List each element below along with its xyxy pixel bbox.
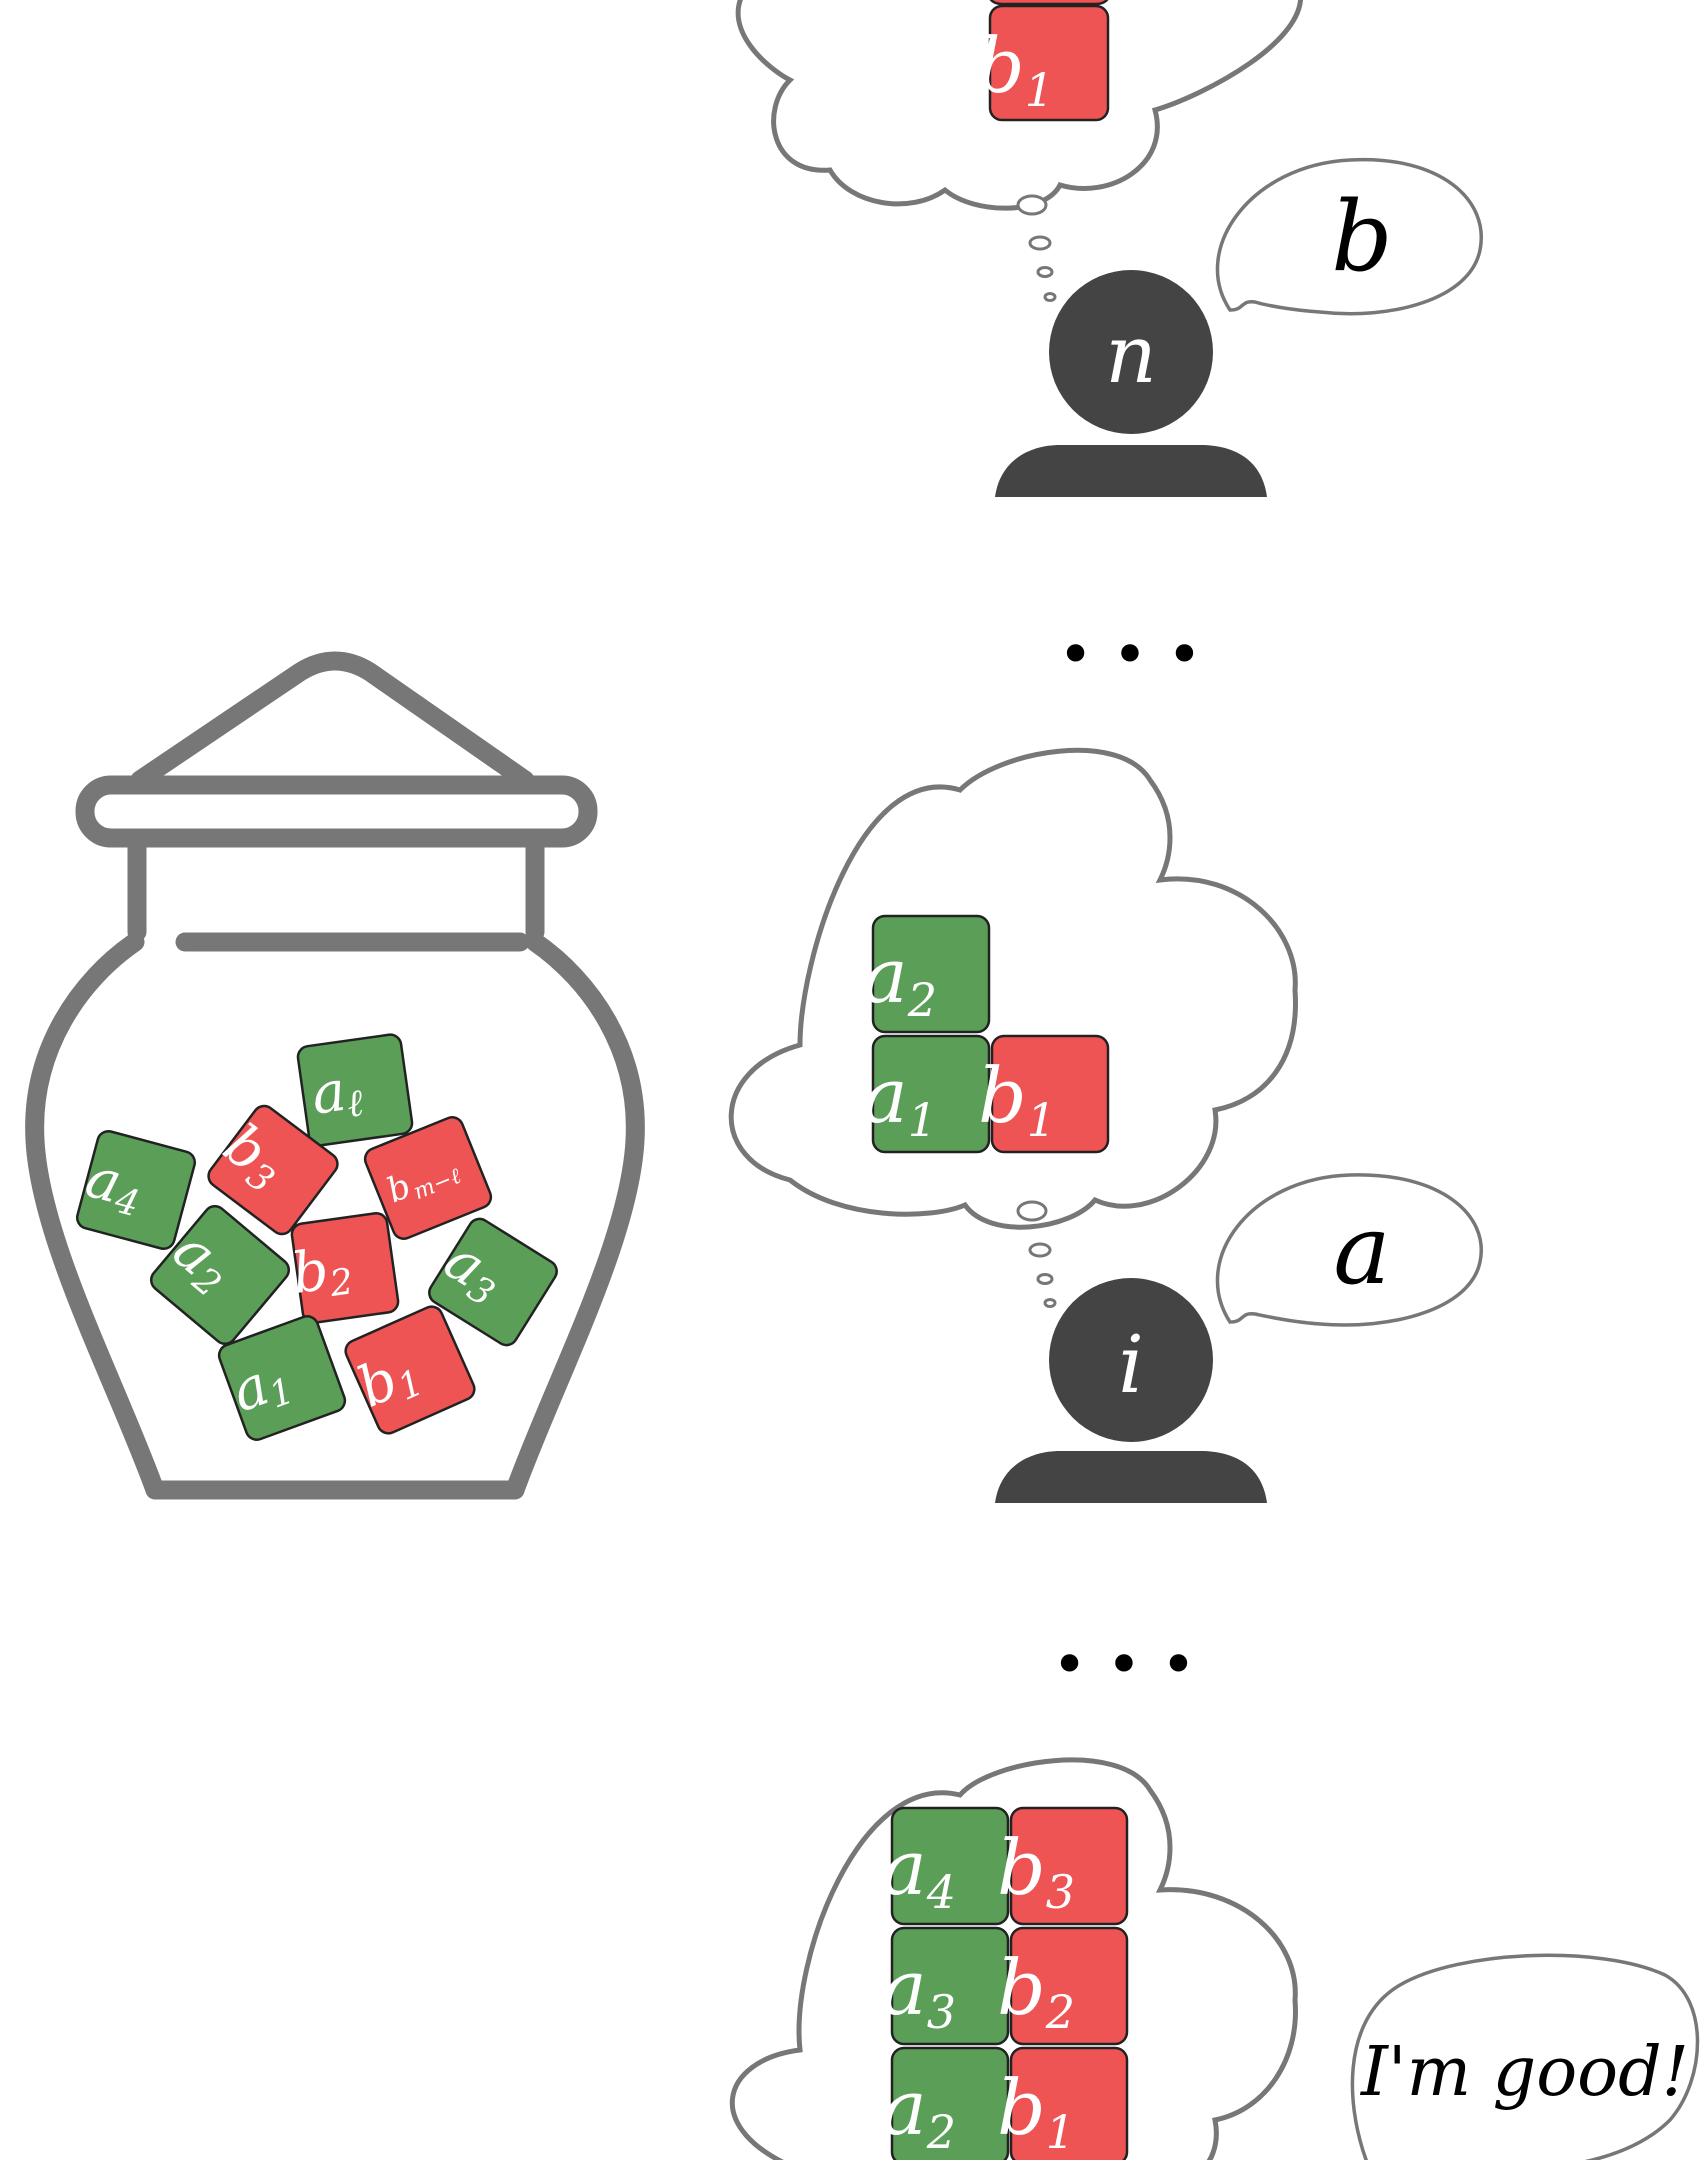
block-sub-label: 1	[1027, 1093, 1056, 1147]
thought-cloud-middle-blocks: a2 a1 b1	[862, 914, 1110, 1154]
jar-block: b1	[344, 1305, 476, 1435]
block-main-label: b	[997, 1823, 1046, 1912]
agent-label: n	[1105, 308, 1157, 401]
thought-cloud-middle	[728, 747, 1298, 1230]
svg-text:b3: b3	[997, 1823, 1075, 1919]
ellipsis: • • •	[1052, 1630, 1196, 1700]
speech-bubble-final	[1350, 1953, 1700, 2160]
svg-text:b2: b2	[288, 1234, 356, 1310]
speech-bubble-i	[1215, 1173, 1483, 1327]
agent-head	[1049, 1278, 1213, 1442]
jar-block: aℓ	[296, 1033, 414, 1147]
block-sub-label: ℓ	[344, 1080, 366, 1126]
thought-block: a2	[862, 914, 991, 1034]
jar-block: a4	[75, 1129, 197, 1251]
speech-text-n: b	[1331, 181, 1392, 293]
jar-block: b2	[288, 1211, 400, 1325]
agent-body	[995, 1451, 1267, 1503]
svg-text:b1: b1	[978, 1051, 1056, 1147]
block-main-label: a	[881, 1943, 926, 2032]
block-main-label: b	[976, 21, 1025, 110]
thought-cloud-bottom-blocks: a4 b3 a3 b2 a2 b1	[881, 1806, 1129, 2160]
block-sub-label: 2	[326, 1261, 355, 1305]
svg-text:a1: a1	[862, 1051, 937, 1147]
agent-head	[1049, 270, 1213, 434]
jar-block: b m−ℓ	[363, 1116, 493, 1240]
jar-block: a3	[428, 1217, 558, 1347]
thought-block: a3	[881, 1926, 1010, 2046]
block-sub-label: 1	[908, 1093, 937, 1147]
svg-text:a4: a4	[881, 1823, 956, 1919]
svg-text:b2: b2	[997, 1943, 1075, 2039]
svg-text:b1: b1	[997, 2063, 1075, 2159]
jar-block: a2	[149, 1204, 291, 1346]
block-main-label: a	[881, 2063, 926, 2152]
block-sub-label: 3	[1046, 1865, 1075, 1919]
block-main-label: b	[997, 1943, 1046, 2032]
thought-bubbles-n	[1016, 194, 1057, 302]
agent-i: i	[995, 1278, 1267, 1503]
svg-text:a2: a2	[881, 2063, 956, 2159]
thought-block: b1	[976, 4, 1110, 122]
thought-block: b1	[978, 1034, 1110, 1154]
speech-text-i: a	[1333, 1194, 1390, 1306]
block-sub-label: 1	[1046, 2105, 1075, 2159]
thought-block: a1	[862, 1034, 991, 1154]
block-main-label: a	[881, 1823, 926, 1912]
thought-cloud-top-blocks: b1	[976, 0, 1110, 122]
jar-lid-top	[130, 651, 535, 790]
block-sub-label: 3	[927, 1985, 956, 2039]
block-main-label: b	[997, 2063, 1046, 2152]
thought-block: b1	[997, 2046, 1129, 2160]
ellipsis: • • •	[1058, 620, 1202, 690]
svg-text:aℓ: aℓ	[308, 1056, 366, 1130]
block-sub-label: 4	[926, 1865, 956, 1919]
agent-body	[995, 445, 1267, 497]
thought-block: a4	[881, 1806, 1010, 1926]
thought-bubbles-i	[1016, 1200, 1057, 1308]
thought-block: a2	[881, 2046, 1010, 2160]
jar-lid-rim	[75, 775, 598, 848]
svg-text:a3: a3	[881, 1943, 956, 2039]
jar-body	[25, 932, 645, 1500]
jar	[25, 651, 645, 1500]
block-sub-label: 1	[1025, 63, 1054, 117]
svg-text:b1: b1	[976, 21, 1054, 117]
block-sub-label: 2	[1045, 1985, 1075, 2039]
block-sub-label: 2	[926, 2105, 956, 2159]
agent-n: n	[995, 270, 1267, 497]
thought-block: b2	[997, 1926, 1129, 2046]
svg-text:a2: a2	[862, 931, 937, 1027]
jar-blocks: aℓ a4 b3 b m−ℓ a2 b2 a3 a1	[75, 1033, 558, 1441]
speech-bubble-n	[1215, 157, 1483, 316]
block-main-label: a	[862, 1051, 907, 1140]
block-main-label: a	[862, 931, 907, 1020]
block-sub-label: 2	[907, 973, 937, 1027]
block-main-label: b	[978, 1051, 1027, 1140]
agent-label: i	[1118, 1318, 1144, 1411]
block-main-label: b	[288, 1238, 333, 1307]
speech-text-final: I'm good!	[1359, 2033, 1689, 2112]
thought-block: b3	[997, 1806, 1129, 1926]
jar-neck	[127, 836, 545, 942]
